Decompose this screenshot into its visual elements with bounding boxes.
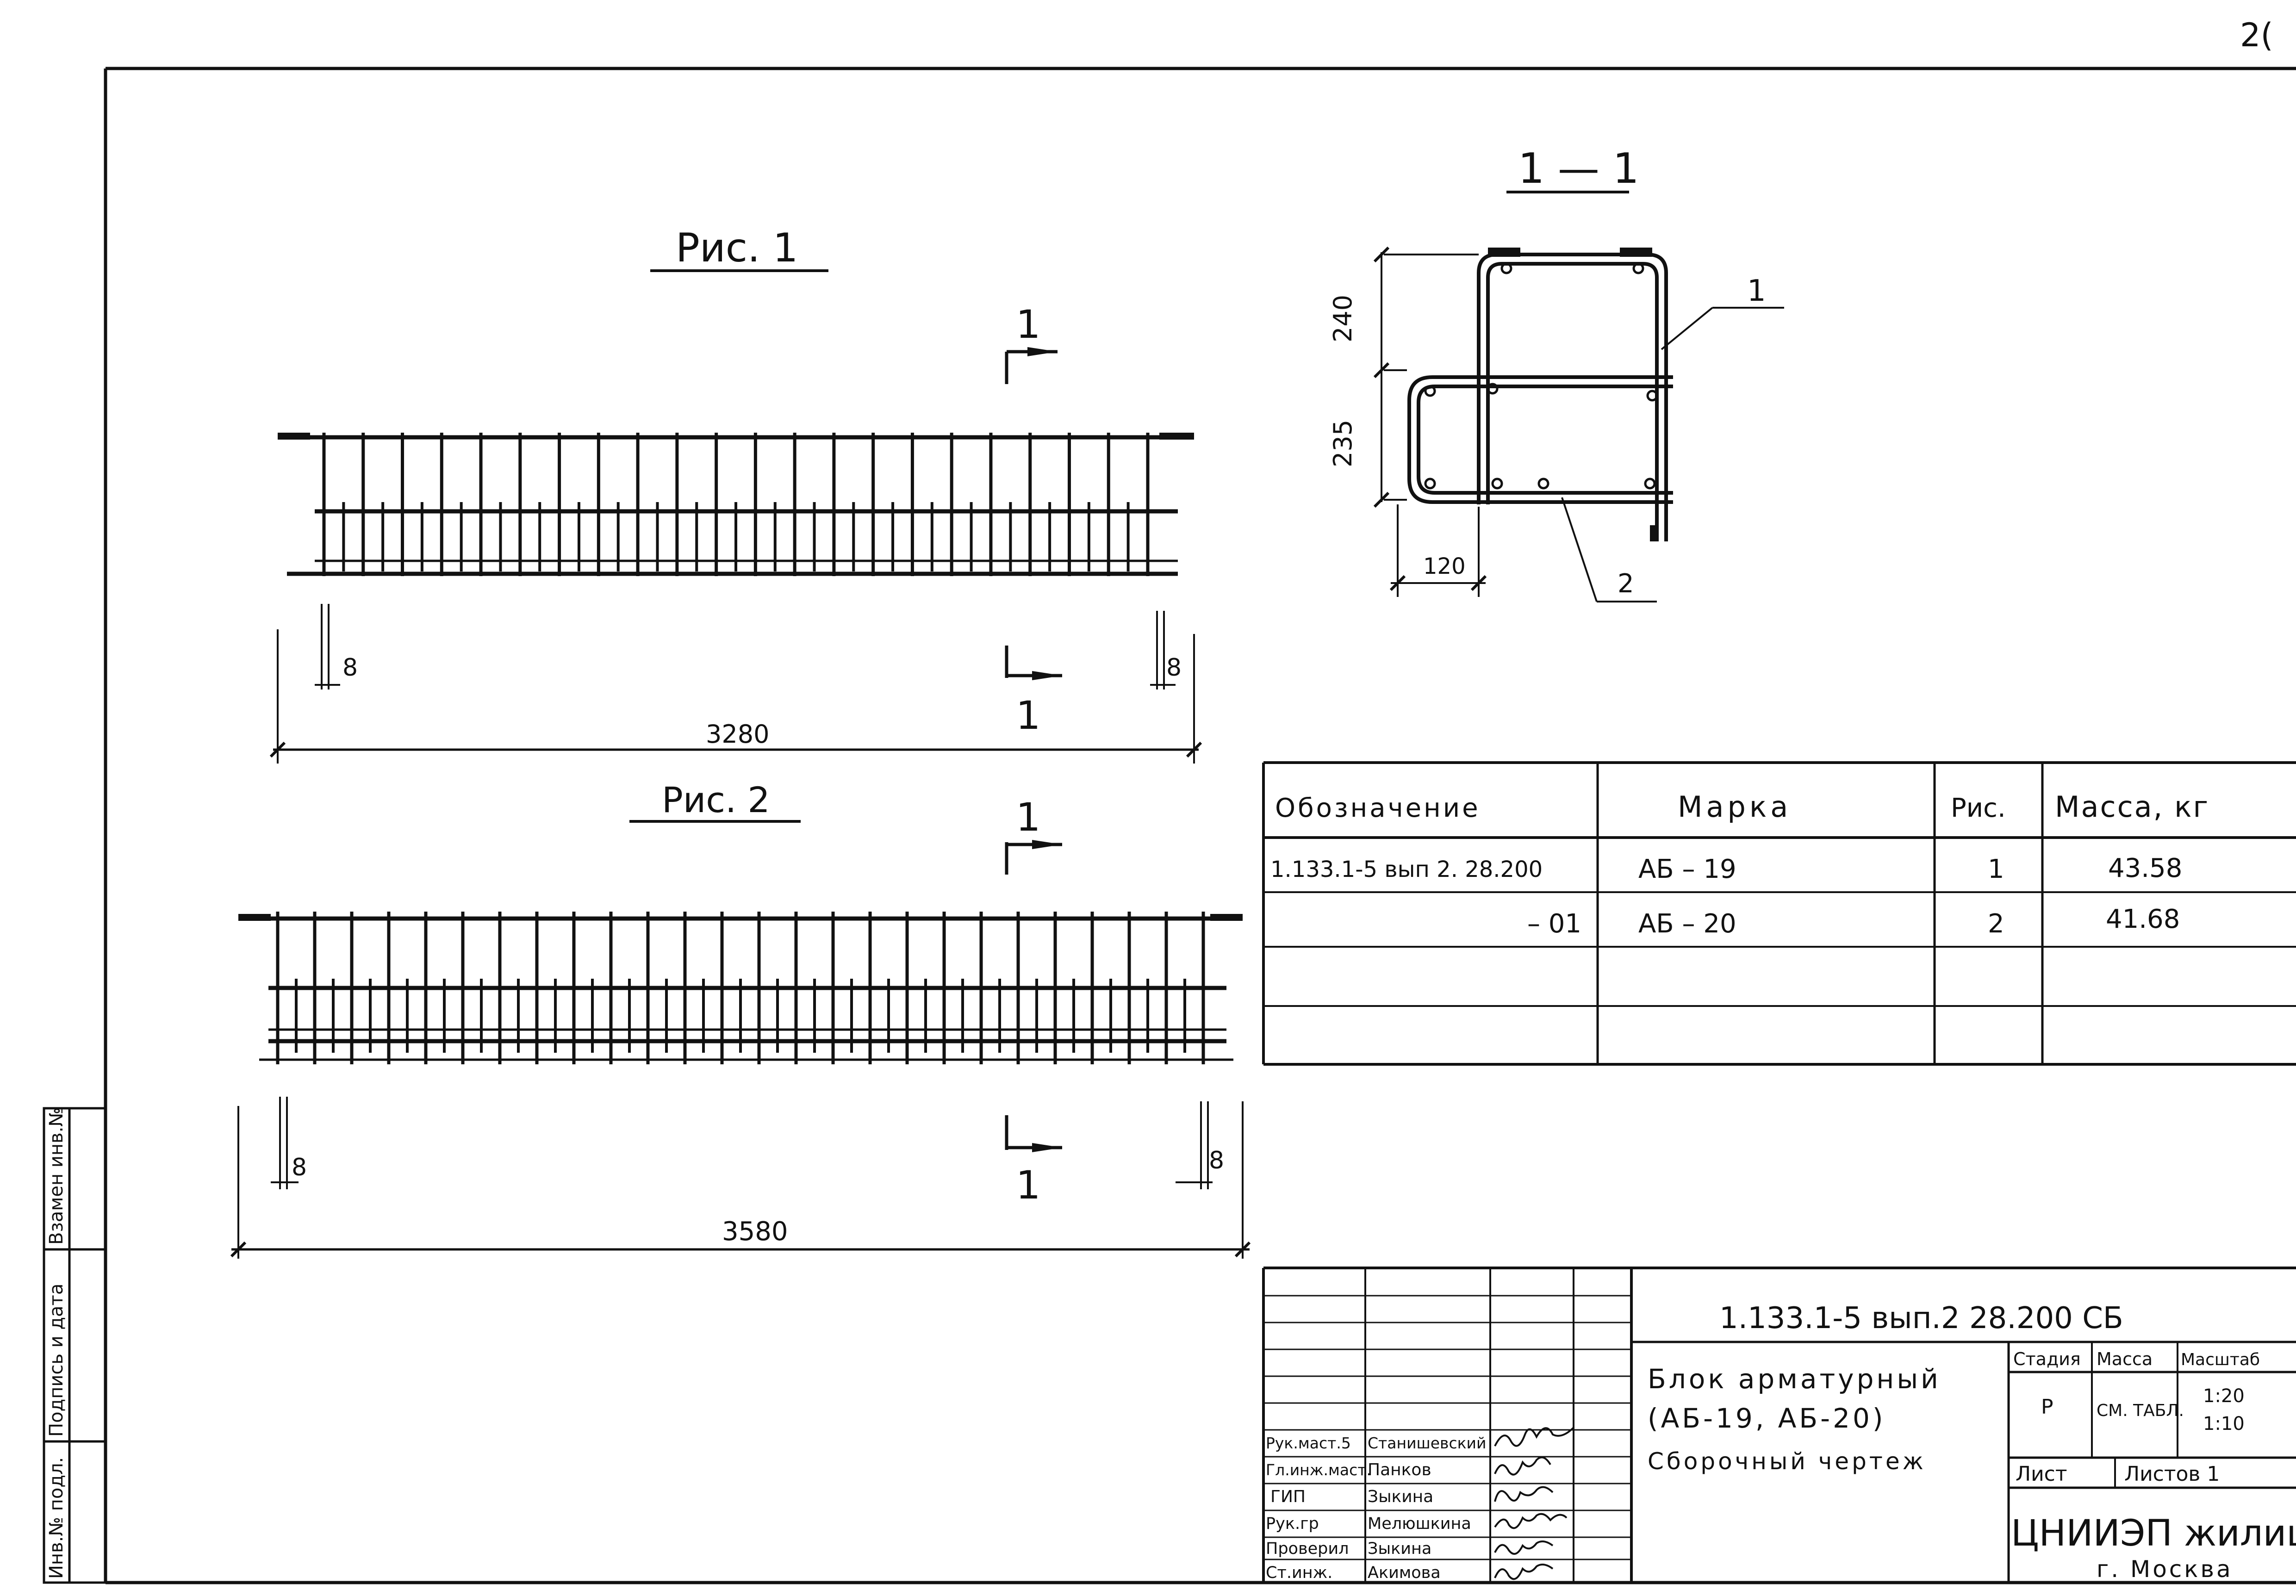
spec-row1-mark: АБ – 19 (1638, 854, 1736, 884)
section-dim-bottom: 235 (1328, 420, 1357, 467)
staff-role: Проверил (1266, 1540, 1349, 1558)
figure-1: Рис. 1 1 1 (269, 225, 1202, 764)
fig2-dim-right: 8 (1209, 1147, 1224, 1174)
title-staff: Рук.маст.5 Станишевский Гл.инж.маст. Пан… (1266, 1434, 1486, 1582)
fig2-long-bars (238, 914, 1243, 1061)
staff-role: Рук.гр (1266, 1515, 1319, 1533)
spec-row1-mass: 43.58 (2108, 853, 2182, 883)
staff-role: Рук.маст.5 (1266, 1434, 1351, 1452)
fig1-dim-total: 3280 (706, 720, 769, 749)
signature (1494, 1564, 1554, 1580)
title-doc-line3: Сборочный чертеж (1648, 1448, 1926, 1475)
title-org: ЦНИИЭП жилища (2011, 1513, 2296, 1554)
figure-2: Рис. 2 1 1 3580 (230, 779, 1251, 1259)
spec-header-designation: Обозначение (1275, 793, 1481, 823)
fig1-dimensions: 3280 8 8 (269, 604, 1202, 764)
spec-row2-mass: 41.68 (2106, 904, 2180, 934)
staff-name: Станишевский (1368, 1434, 1486, 1452)
fig2-dim-total: 3580 (722, 1217, 788, 1247)
title-doc-line1: Блок арматурный (1648, 1363, 1941, 1395)
staff-name: Мелюшкина (1368, 1515, 1471, 1533)
corner-page-mark: 2( (2240, 16, 2273, 54)
fig1-stirrups (322, 433, 1150, 576)
spec-row2-designation: – 01 (1527, 909, 1581, 939)
fig2-section-mark-top: 1 (1016, 795, 1040, 840)
title-val-stage: Р (2041, 1395, 2053, 1419)
fig2-title: Рис. 2 (662, 779, 770, 820)
staff-role: Гл.инж.маст. (1266, 1461, 1371, 1479)
staff-name: Зыкина (1368, 1540, 1431, 1558)
spec-header-figure: Рис. (1951, 793, 2006, 823)
side-stamp: Взамен инв.№ Подпись и дата Инв.№ подл. (43, 1107, 107, 1584)
spec-table: Обозначение Марка Рис. Масса, кг 1.133.1… (1262, 761, 2296, 1066)
title-col-scale: Масштаб (2181, 1350, 2260, 1369)
staff-role: ГИП (1270, 1487, 1306, 1506)
fig1-long-bars (278, 433, 1194, 576)
fig2-section-cut: 1 1 (1005, 795, 1062, 1208)
title-doc-line2: (АБ-19, АБ-20) (1648, 1403, 1886, 1434)
title-doc-code: 1.133.1-5 вып.2 28.200 СБ (1719, 1301, 2123, 1335)
spec-header-mass: Масса, кг (2055, 790, 2209, 824)
section-dim-top: 240 (1328, 295, 1357, 342)
section-callout-2: 2 (1618, 569, 1634, 599)
section-title: 1 — 1 (1518, 144, 1639, 193)
spec-row1-designation: 1.133.1-5 вып 2. 28.200 (1270, 857, 1543, 882)
title-col-stage: Стадия (2013, 1349, 2081, 1369)
stamp-label-replaced-inv: Взамен инв.№ (46, 1107, 67, 1245)
signature (1494, 1540, 1554, 1555)
title-val-scale-2: 1:10 (2203, 1413, 2245, 1435)
section-dim-width: 120 (1423, 553, 1466, 579)
fig1-dim-right: 8 (1166, 654, 1182, 682)
title-block: 1.133.1-5 вып.2 28.200 СБ Блок арматурны… (1262, 1267, 2296, 1583)
section-rebar (1407, 248, 1673, 541)
fig1-section-mark-top: 1 (1016, 302, 1040, 347)
fig2-dimensions: 3580 8 8 (230, 1097, 1251, 1259)
signature (1494, 1456, 1551, 1476)
fig1-dim-left: 8 (342, 654, 358, 682)
staff-name: Панков (1368, 1460, 1431, 1479)
section-dimensions: 240 235 120 (1328, 246, 1487, 597)
title-val-scale-1: 1:20 (2203, 1385, 2245, 1407)
spec-header-mark: Марка (1678, 790, 1792, 824)
signature (1494, 1486, 1554, 1502)
section-callouts: 1 2 (1561, 274, 1784, 602)
staff-role: Ст.инж. (1266, 1564, 1332, 1582)
section-1-1: 1 — 1 (1328, 144, 1784, 602)
signature (1494, 1513, 1568, 1529)
signature (1494, 1427, 1574, 1447)
stamp-label-original-inv: Инв.№ подл. (46, 1457, 67, 1579)
fig2-dim-left: 8 (292, 1154, 307, 1181)
stamp-label-signature-date: Подпись и дата (46, 1284, 67, 1437)
title-sheet-label: Лист (2016, 1462, 2067, 1486)
title-sheets-label: Листов 1 (2124, 1462, 2220, 1486)
section-callout-1: 1 (1747, 274, 1766, 308)
fig2-stirrups (276, 912, 1205, 1064)
fig1-section-mark-bottom: 1 (1016, 693, 1040, 738)
title-block-grid (1262, 1267, 2296, 1583)
fig1-section-cut: 1 1 (1005, 302, 1062, 738)
signatures (1494, 1427, 1574, 1580)
title-val-mass: СМ. ТАБЛ. (2097, 1401, 2184, 1420)
staff-name: Акимова (1368, 1564, 1441, 1582)
spec-row1-figure: 1 (1988, 854, 2004, 884)
spec-row2-mark: АБ – 20 (1638, 909, 1736, 939)
fig2-section-mark-bottom: 1 (1016, 1162, 1040, 1208)
spec-table-grid (1262, 761, 2296, 1066)
fig1-title: Рис. 1 (676, 225, 798, 271)
spec-row2-figure: 2 (1988, 909, 2004, 939)
title-col-mass: Масса (2097, 1349, 2153, 1369)
title-city: г. Москва (2097, 1556, 2233, 1583)
staff-name: Зыкина (1368, 1487, 1433, 1506)
